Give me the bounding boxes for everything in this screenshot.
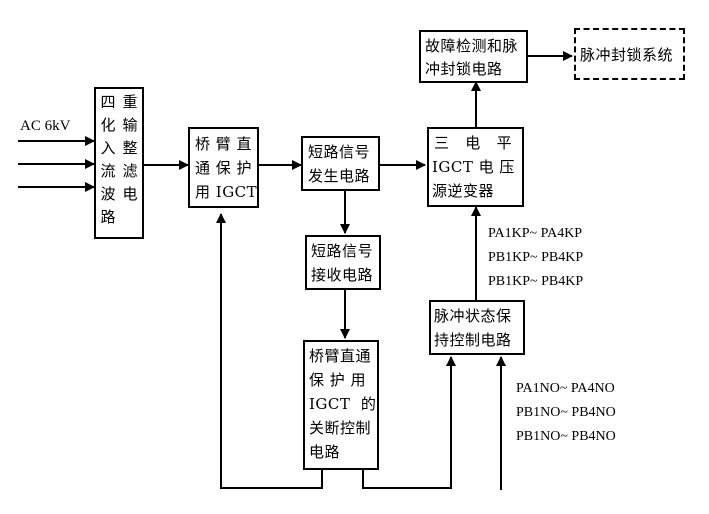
three-level-inverter-block: 三 电 平 IGCT 电 压 源逆变器 [427, 127, 524, 207]
block-line: 脉冲封锁系统 [580, 46, 674, 64]
rectifier-char: 流 [100, 162, 116, 180]
bridge-protection-igct-block: 桥 臂 直 通 保 护 用 IGCT [188, 127, 259, 208]
rectifier-char: 电 [122, 185, 138, 203]
rectifier-char: 输 [122, 116, 138, 134]
rectifier-char: 四 [100, 93, 116, 111]
short-signal-generator-block: 短路信号 发生电路 [301, 136, 380, 191]
block-line: 冲封锁电路 [425, 60, 503, 78]
block-line: 故障检测和脉 [425, 37, 519, 55]
block-line: 电路 [309, 443, 341, 461]
block-line: 桥臂直通 [309, 347, 372, 365]
rectifier-char: 重 [122, 93, 138, 111]
rectifier-filter-block: 四 化 入 流 波 路 重 输 整 滤 电 [94, 87, 144, 239]
block-line: 保 护 用 [309, 371, 367, 389]
signal-label: PB1NO~ PB4NO [516, 429, 616, 444]
rectifier-char: 滤 [122, 162, 138, 180]
rectifier-col-1: 四 化 入 流 波 路 [99, 91, 117, 229]
block-line: IGCT 电 压 [432, 158, 515, 176]
rectifier-char: 入 [100, 139, 116, 157]
rectifier-col-2: 重 输 整 滤 电 [121, 91, 139, 206]
block-line: 三 电 平 [434, 134, 513, 152]
pulse-state-hold-block: 脉冲状态保 持控制电路 [429, 300, 525, 355]
block-line: 关断控制 [309, 419, 372, 437]
block-line: 源逆变器 [432, 182, 495, 200]
block-line: 脉冲状态保 [434, 307, 512, 325]
signal-label: PB1NO~ PB4NO [516, 405, 616, 420]
block-line: 通 保 护 [195, 159, 253, 177]
block-line: 接收电路 [311, 266, 374, 284]
rectifier-char: 化 [100, 116, 116, 134]
arrow-turnoff-to-pulse-hold [362, 356, 456, 489]
block-line: 持控制电路 [434, 331, 512, 349]
fault-detection-block: 故障检测和脉 冲封锁电路 [419, 30, 528, 83]
block-line: 桥 臂 直 [195, 135, 253, 153]
signal-label: PA1KP~ PA4KP [488, 226, 583, 241]
igct-turnoff-control-block: 桥臂直通 保 护 用 IGCT 的 关断控制 电路 [303, 340, 379, 470]
rectifier-char: 整 [122, 139, 138, 157]
rectifier-char: 波 [100, 185, 116, 203]
ac-input-label: AC 6kV [20, 118, 71, 134]
short-signal-receiver-block: 短路信号 接收电路 [305, 235, 381, 290]
signal-label: PB1KP~ PB4KP [488, 250, 584, 265]
block-line: 用 IGCT [195, 183, 258, 201]
block-line: 短路信号 [308, 143, 371, 161]
block-line: 短路信号 [311, 242, 374, 260]
signal-label: PB1KP~ PB4KP [488, 274, 584, 289]
arrow-turnoff-to-igct [216, 213, 323, 489]
rectifier-char: 路 [100, 208, 116, 226]
block-line: 发生电路 [308, 167, 371, 185]
block-line: IGCT 的 [309, 395, 377, 413]
pulse-block-system-block: 脉冲封锁系统 [574, 28, 685, 80]
signal-label: PA1NO~ PA4NO [516, 381, 615, 396]
